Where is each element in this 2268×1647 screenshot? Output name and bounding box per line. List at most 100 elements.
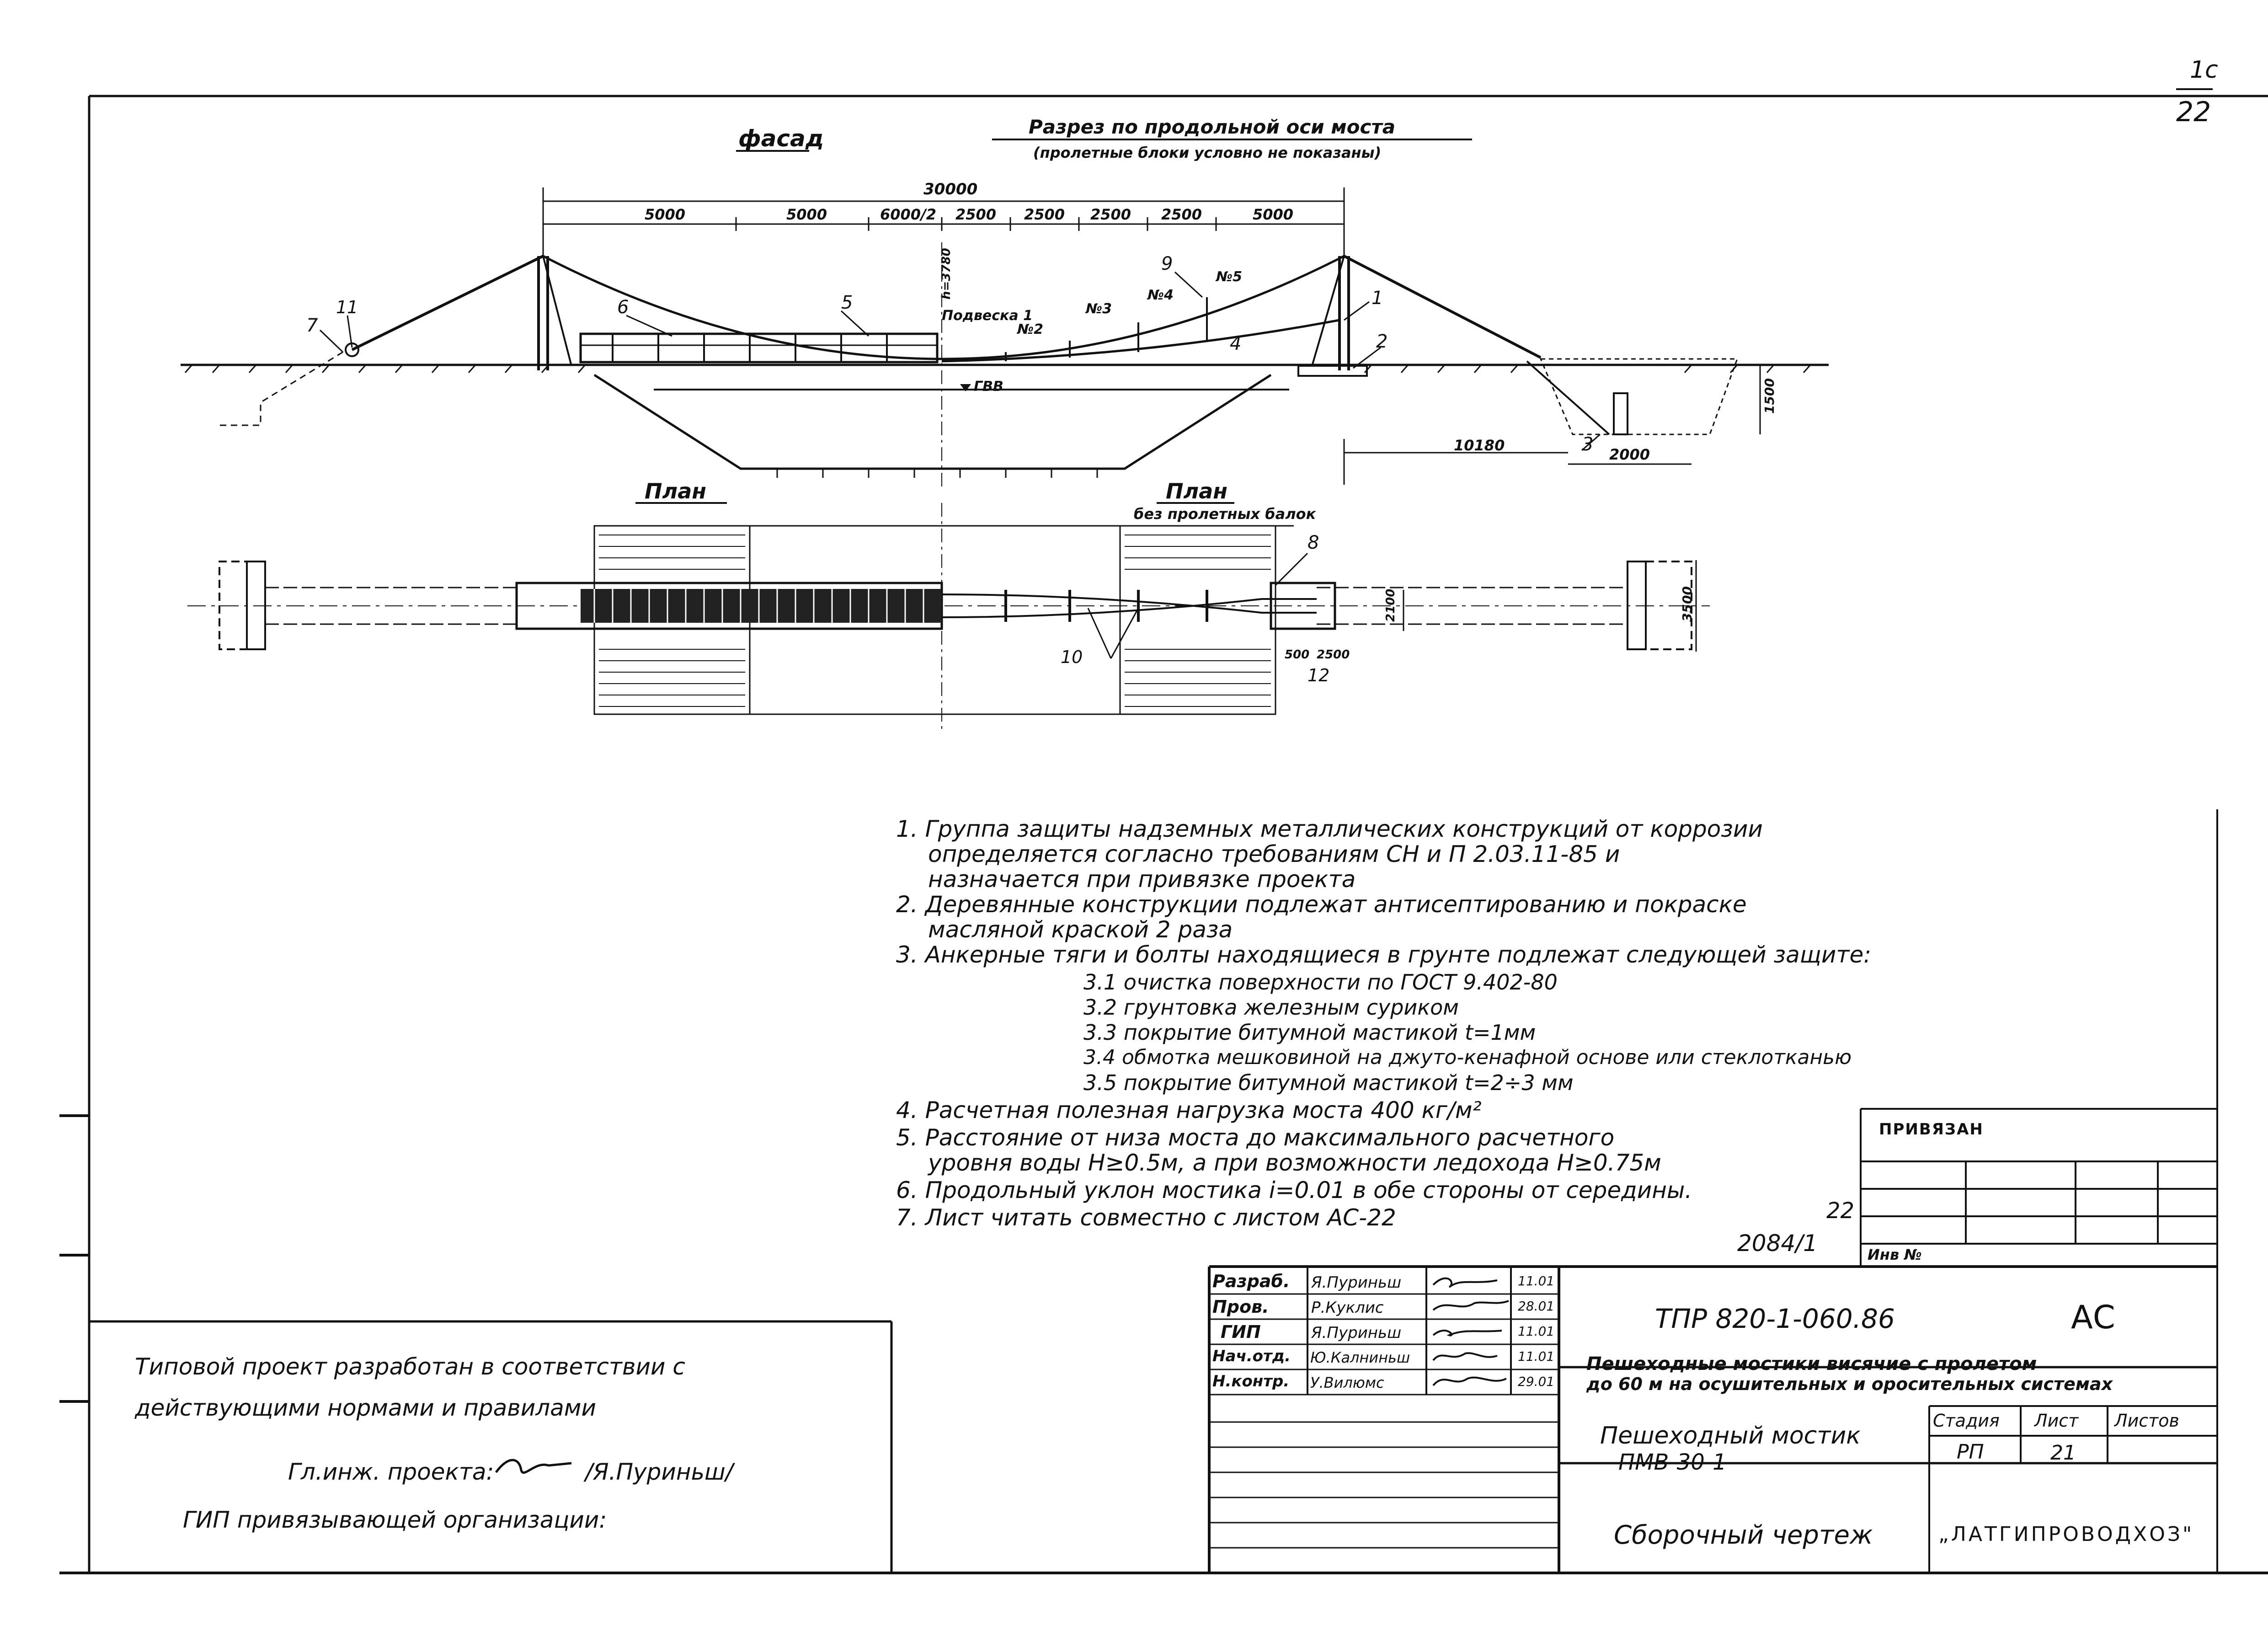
facade-title: фасад — [738, 125, 824, 152]
note-2-cont: масляной краской 2 раза — [928, 916, 1233, 943]
dim-right-a: 10180 — [1454, 437, 1505, 454]
callout-11: 11 — [336, 297, 358, 317]
plan2-title: План — [1166, 479, 1227, 503]
binding-title: ПРИВЯЗАН — [1879, 1120, 1984, 1139]
dim-span-1: 5000 — [645, 206, 685, 223]
plan-view — [187, 502, 1710, 732]
callout-4: 4 — [1230, 333, 1241, 354]
dim-plan-a: 500 — [1285, 648, 1309, 662]
binding-inv-label: Инв № — [1868, 1246, 1922, 1263]
role-1: Разраб. — [1212, 1271, 1290, 1291]
dim-span-6: 2500 — [1090, 206, 1131, 223]
chief-engineer-name: /Я.Пуриньш/ — [585, 1459, 733, 1485]
callout-1: 1 — [1371, 288, 1383, 309]
object-name-1: Пешеходный мостик — [1600, 1422, 1861, 1449]
note-7: 7. Лист читать совместно с листом АС-22 — [896, 1204, 1396, 1231]
chief-engineer-label: Гл.инж. проекта: — [288, 1459, 494, 1485]
sheets-label: Листов — [2114, 1411, 2179, 1431]
corner-number: 22 — [2176, 96, 2211, 128]
note-3-1: 3.1 очистка поверхности по ГОСТ 9.402-80 — [1083, 970, 1558, 995]
name-1: Я.Пуриньш — [1311, 1273, 1402, 1292]
hanger-5-label: №5 — [1215, 269, 1242, 285]
role-5: Н.контр. — [1212, 1372, 1290, 1390]
stage-label: Стадия — [1933, 1411, 2000, 1431]
callout-9: 9 — [1161, 253, 1173, 274]
callout-5: 5 — [841, 292, 853, 313]
binding-mark-2084: 2084/1 — [1737, 1230, 1818, 1257]
section-subtitle: (пролетные блоки условно не показаны) — [1033, 144, 1381, 161]
role-3: ГИП — [1221, 1322, 1261, 1342]
note-4: 4. Расчетная полезная нагрузка моста 400… — [896, 1097, 1482, 1123]
date-2: 28.01 — [1518, 1299, 1555, 1314]
section-title: Разрез по продольной оси моста — [1029, 116, 1395, 138]
note-3-3: 3.3 покрытие битумной мастикой t=1мм — [1083, 1020, 1536, 1045]
hanger-4-label: №4 — [1147, 287, 1174, 303]
gip-binding-label: ГИП привязывающей организации: — [183, 1507, 607, 1533]
project-title-1: Пешеходные мостики висячие с пролетом — [1586, 1353, 2037, 1374]
left-line-2: действующими нормами и правилами — [135, 1395, 597, 1421]
dim-span-3: 6000/2 — [880, 206, 936, 223]
note-3-5: 3.5 покрытие битумной мастикой t=2÷3 мм — [1083, 1070, 1574, 1095]
doc-mark: АС — [2071, 1299, 2115, 1336]
callout-7: 7 — [306, 315, 318, 336]
name-5: У.Вилюмс — [1310, 1374, 1384, 1391]
hanger-2-label: №2 — [1016, 321, 1043, 337]
date-5: 29.01 — [1518, 1374, 1555, 1389]
note-1-cont1: определяется согласно требованиям СН и П… — [928, 841, 1620, 867]
stage-value: РП — [1957, 1440, 1984, 1464]
dim-right-b: 2000 — [1609, 446, 1650, 463]
dim-span-8: 5000 — [1253, 206, 1293, 223]
role-4: Нач.отд. — [1212, 1347, 1291, 1365]
plan2-subtitle: без пролетных балок — [1134, 505, 1317, 523]
note-3-4: 3.4 обмотка мешковиной на джуто-кенафной… — [1083, 1046, 1852, 1069]
note-3: 3. Анкерные тяги и болты находящиеся в г… — [896, 941, 1872, 968]
date-4: 11.01 — [1518, 1349, 1555, 1364]
note-5-cont: уровня воды Н≥0.5м, а при возможности ле… — [928, 1150, 1661, 1176]
note-2: 2. Деревянные конструкции подлежат антис… — [896, 891, 1747, 918]
hanger-3-label: №3 — [1085, 301, 1112, 317]
note-1: 1. Группа защиты надземных металлических… — [896, 816, 1763, 842]
sheet-value: 21 — [2050, 1441, 2076, 1465]
dim-right-h: 1500 — [1762, 378, 1777, 414]
facade-view — [181, 139, 1829, 489]
project-title-2: до 60 м на осушительных и оросительных с… — [1586, 1374, 2113, 1394]
hanger-1-label: Подвеска 1 — [942, 308, 1033, 324]
signatures — [1432, 1277, 1509, 1386]
note-6: 6. Продольный уклон мостика i=0.01 в обе… — [896, 1177, 1692, 1203]
gvv-label: ГВВ — [974, 379, 1003, 395]
role-2: Пров. — [1212, 1297, 1269, 1317]
note-1-cont2: назначается при привязке проекта — [928, 866, 1356, 893]
name-2: Р.Куклис — [1311, 1299, 1384, 1317]
callout-6: 6 — [617, 297, 629, 318]
name-4: Ю.Калниньш — [1310, 1349, 1410, 1366]
organization: „ЛАТГИПРОВОДХОЗ" — [1938, 1523, 2194, 1546]
callout-10: 10 — [1061, 647, 1083, 667]
dim-plan-b: 2500 — [1317, 648, 1350, 662]
dim-span-2: 5000 — [786, 206, 827, 223]
name-3: Я.Пуриньш — [1311, 1324, 1402, 1342]
plan-title: План — [645, 479, 706, 503]
dim-span-5: 2500 — [1024, 206, 1065, 223]
height-dim: h=3780 — [939, 248, 953, 299]
callout-8: 8 — [1307, 532, 1319, 553]
date-1: 11.01 — [1518, 1273, 1555, 1289]
dim-span-7: 2500 — [1161, 206, 1202, 223]
note-5: 5. Расстояние от низа моста до максималь… — [896, 1124, 1615, 1151]
date-3: 11.01 — [1518, 1324, 1555, 1339]
dim-total: 30000 — [923, 180, 977, 198]
callout-12: 12 — [1307, 665, 1329, 685]
dim-plan-w1: 2100 — [1384, 589, 1398, 622]
dim-plan-w2: 3500 — [1680, 586, 1695, 622]
callout-3: 3 — [1582, 434, 1593, 455]
object-name-2: ПМВ-30-1 — [1618, 1449, 1727, 1475]
callout-2: 2 — [1376, 331, 1387, 352]
doc-code: ТПР 820-1-060.86 — [1655, 1303, 1895, 1334]
binding-mark-22: 22 — [1826, 1198, 1855, 1224]
drawing-name: Сборочный чертеж — [1614, 1520, 1873, 1550]
chief-signature — [495, 1459, 572, 1474]
left-line-1: Типовой проект разработан в соответствии… — [135, 1353, 685, 1380]
sheet-label: Лист — [2034, 1411, 2079, 1431]
note-3-2: 3.2 грунтовка железным сурикoм — [1083, 995, 1459, 1020]
dim-span-4: 2500 — [955, 206, 996, 223]
